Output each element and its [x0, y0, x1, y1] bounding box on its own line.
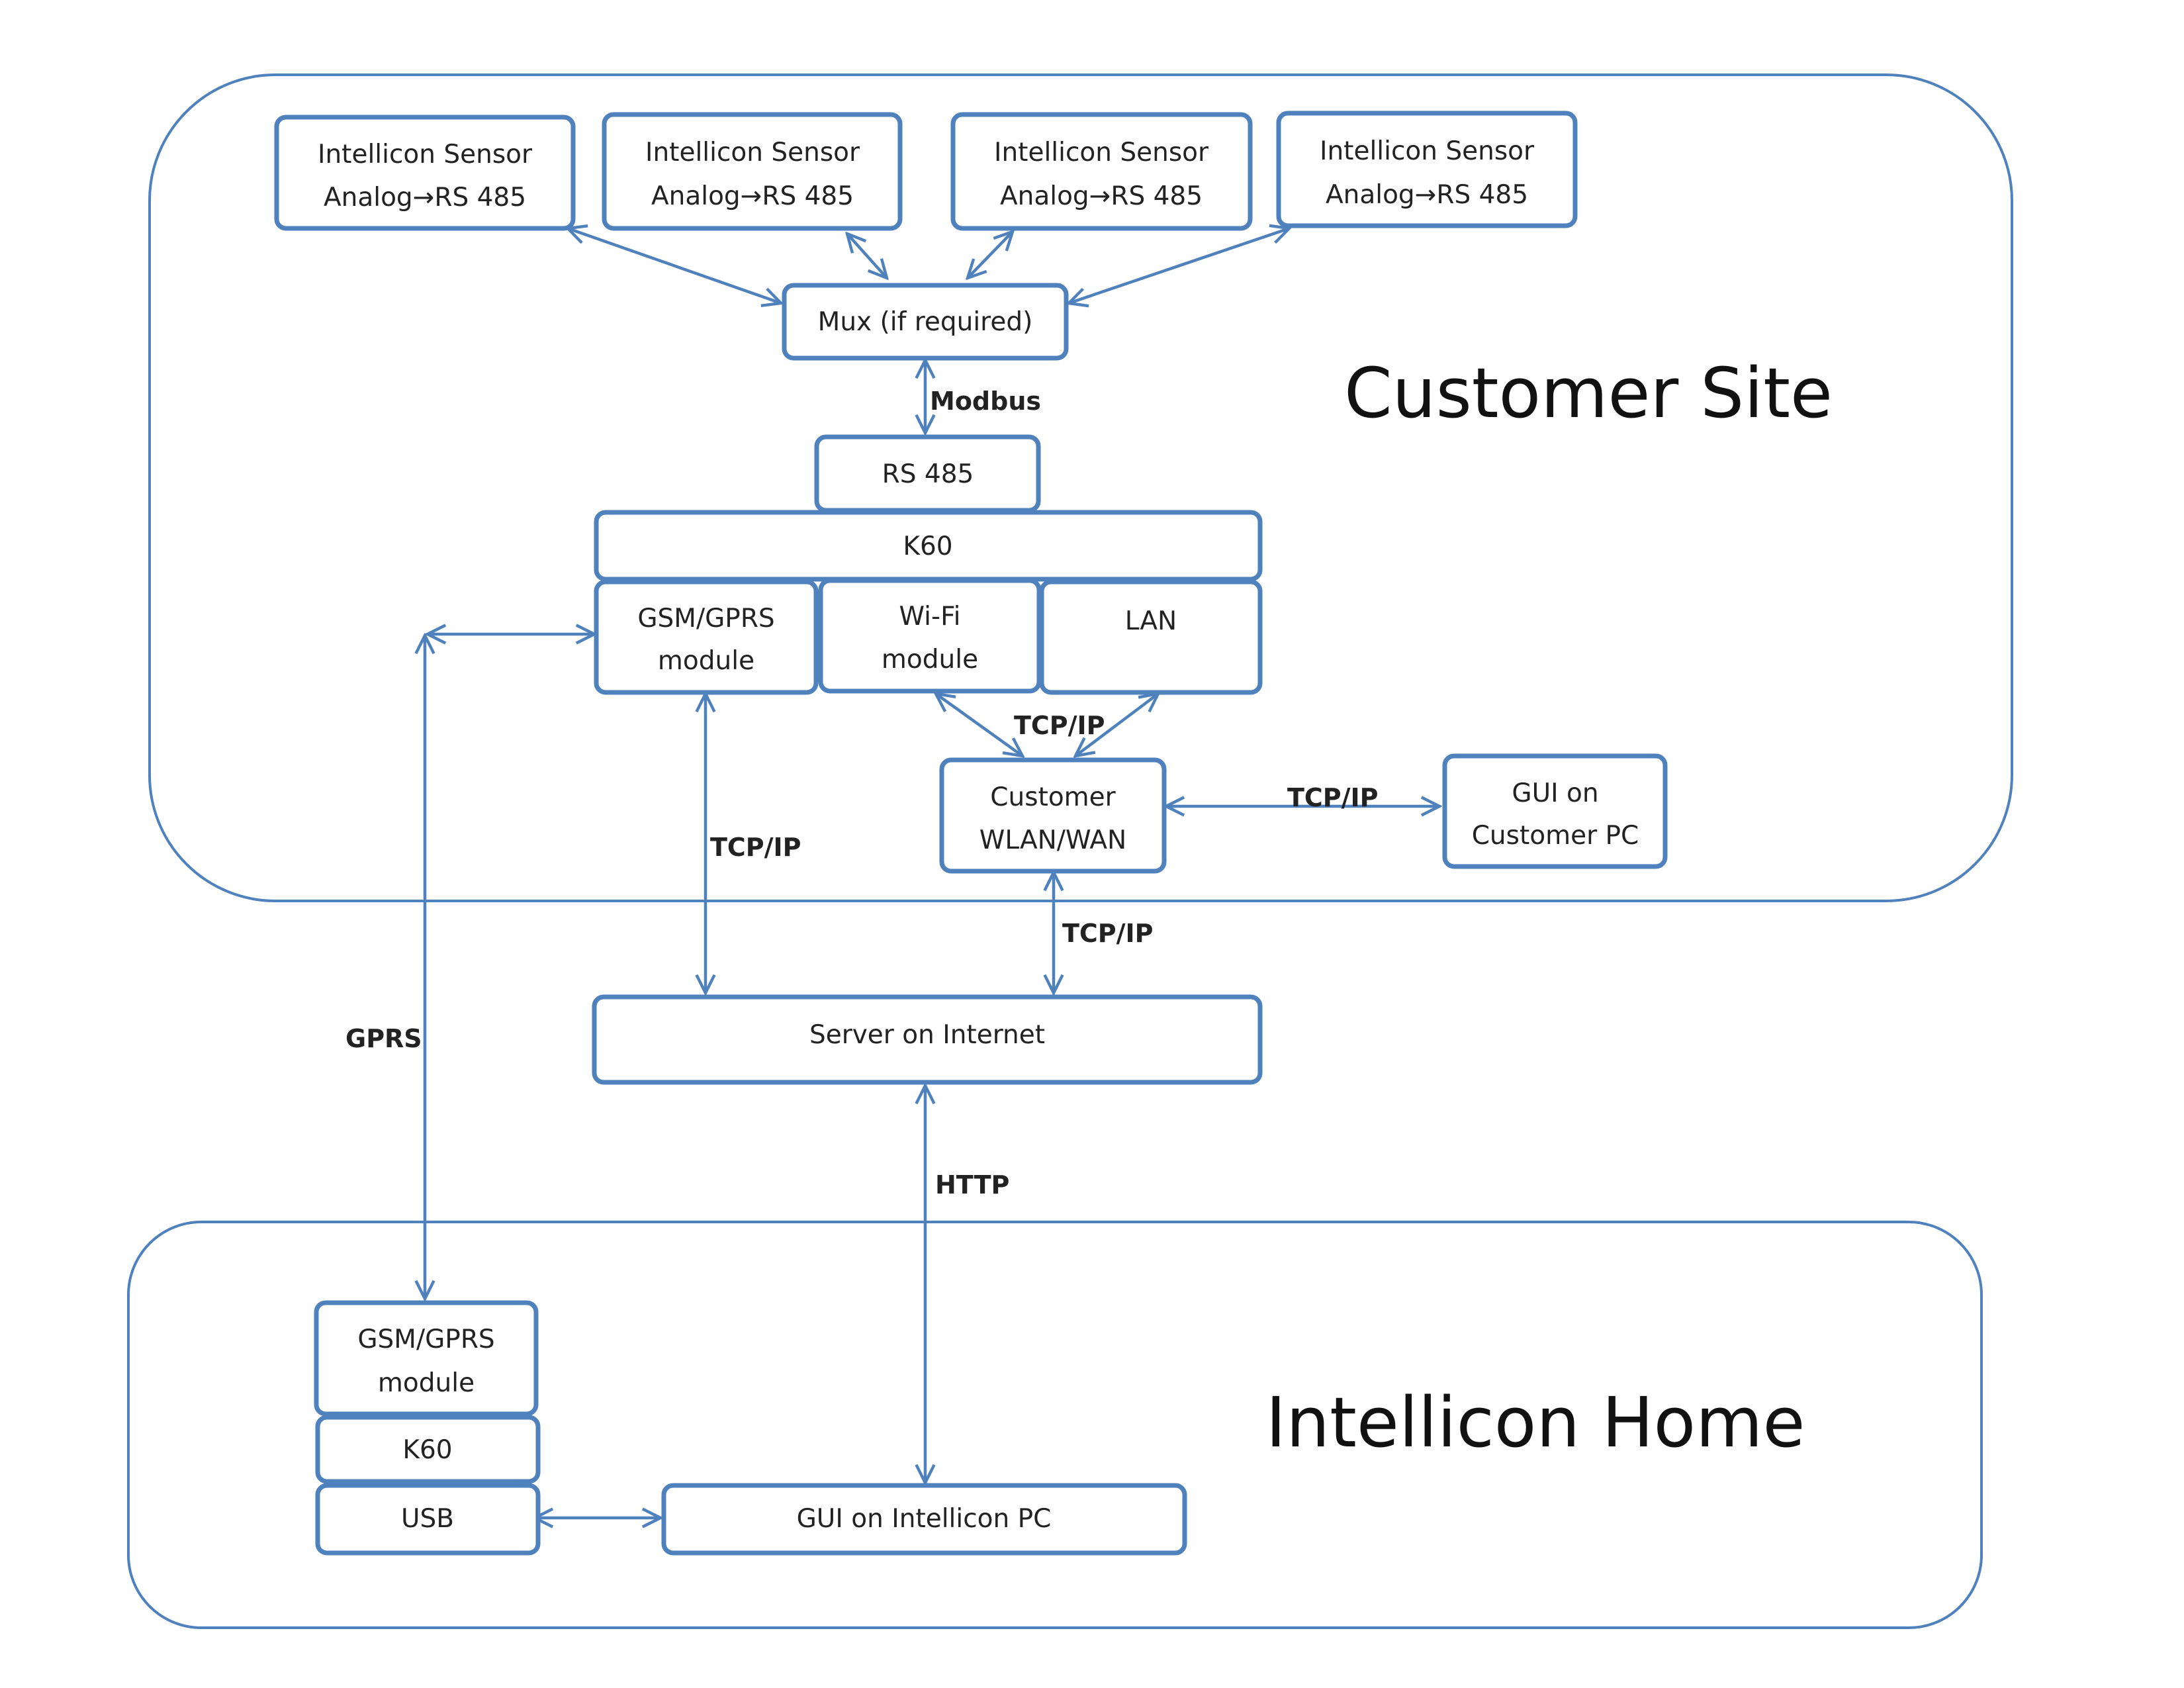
gsm-site-line-1: GSM/GPRS	[637, 604, 774, 633]
svg-text:Intellicon Sensor: Intellicon Sensor	[645, 138, 860, 167]
gui-customer-line-1: GUI on	[1512, 778, 1598, 808]
customer-site-title: Customer Site	[1344, 353, 1833, 434]
sensor-box-1: Intellicon Sensor Analog→RS 485	[274, 115, 576, 231]
svg-text:module: module	[882, 645, 978, 675]
tcpip-wlan-server-label: TCP/IP	[1062, 919, 1154, 948]
tcpip-wifi-lan-label: TCP/IP	[1014, 711, 1105, 740]
link-sensor2-mux	[847, 234, 887, 278]
gsm-site-box: GSM/GPRS module	[594, 579, 819, 695]
link-sensor4-mux	[1069, 228, 1289, 303]
sensor-box-1-line-1: Intellicon Sensor	[318, 140, 533, 169]
svg-text:GSM/GPRS: GSM/GPRS	[637, 604, 774, 633]
rs485-box: RS 485	[814, 434, 1041, 513]
gsm-home-line-2: module	[378, 1368, 475, 1398]
svg-text:Intellicon Sensor: Intellicon Sensor	[994, 138, 1209, 167]
sensor-box-4: Intellicon Sensor Analog→RS 485	[1276, 111, 1578, 228]
k60-home-box: K60	[315, 1415, 541, 1484]
server-box: Server on Internet	[592, 994, 1263, 1085]
svg-text:WLAN/WAN: WLAN/WAN	[979, 825, 1126, 855]
usb-label: USB	[401, 1504, 454, 1534]
k60-site-box: K60	[594, 510, 1263, 582]
svg-text:Wi-Fi: Wi-Fi	[899, 602, 960, 632]
link-sensor1-mux	[568, 228, 781, 303]
customer-wlan-line-1: Customer	[990, 782, 1116, 812]
svg-text:Analog→RS 485: Analog→RS 485	[1000, 181, 1203, 211]
server-label: Server on Internet	[809, 1020, 1045, 1050]
lan-label: LAN	[1125, 606, 1177, 636]
link-wifi-wlan	[936, 694, 1023, 756]
svg-text:Customer: Customer	[990, 782, 1116, 812]
svg-text:GUI on: GUI on	[1512, 778, 1598, 808]
sensor-box-2-line-2: Analog→RS 485	[651, 181, 854, 211]
svg-text:GSM/GPRS: GSM/GPRS	[357, 1325, 494, 1354]
sensor-box-3-line-1: Intellicon Sensor	[994, 138, 1209, 167]
sensor-box-2-line-1: Intellicon Sensor	[645, 138, 860, 167]
lan-box: LAN	[1039, 579, 1263, 695]
mux-box: Mux (if required)	[782, 283, 1069, 361]
k60-site-label: K60	[903, 532, 952, 561]
sensor-box-3: Intellicon Sensor Analog→RS 485	[950, 112, 1253, 231]
svg-text:Intellicon Sensor: Intellicon Sensor	[1320, 136, 1535, 166]
tcpip-gsm-server-label: TCP/IP	[710, 833, 801, 862]
wifi-line-2: module	[882, 645, 978, 675]
tcpip-wlan-gui-label: TCP/IP	[1287, 783, 1379, 812]
customer-wlan-box: Customer WLAN/WAN	[939, 757, 1167, 874]
wifi-box: Wi-Fi module	[818, 578, 1042, 694]
usb-box: USB	[315, 1483, 541, 1556]
intellicon-home-title: Intellicon Home	[1266, 1382, 1805, 1463]
k60-home-label: K60	[402, 1435, 452, 1465]
sensor-box-4-line-2: Analog→RS 485	[1326, 180, 1528, 210]
link-lan-wlan	[1075, 694, 1158, 756]
svg-text:module: module	[378, 1368, 475, 1398]
sensor-box-1-line-2: Analog→RS 485	[324, 183, 526, 212]
customer-wlan-line-2: WLAN/WAN	[979, 825, 1126, 855]
sensor-box-2: Intellicon Sensor Analog→RS 485	[602, 112, 903, 231]
link-sensor3-mux	[968, 232, 1013, 278]
gui-customer-box: GUI on Customer PC	[1442, 753, 1668, 869]
gprs-label: GPRS	[345, 1024, 422, 1053]
gui-intellicon-box: GUI on Intellicon PC	[661, 1483, 1187, 1556]
gsm-site-line-2: module	[658, 646, 754, 676]
svg-text:Customer PC: Customer PC	[1472, 821, 1639, 851]
gui-intellicon-label: GUI on Intellicon PC	[797, 1504, 1052, 1534]
gsm-home-box: GSM/GPRS module	[314, 1300, 539, 1417]
connectors	[425, 228, 1439, 1518]
rs485-label: RS 485	[882, 459, 974, 489]
svg-text:Analog→RS 485: Analog→RS 485	[651, 181, 854, 211]
gui-customer-line-2: Customer PC	[1472, 821, 1639, 851]
wifi-line-1: Wi-Fi	[899, 602, 960, 632]
modbus-label: Modbus	[930, 387, 1041, 416]
sensor-box-3-line-2: Analog→RS 485	[1000, 181, 1203, 211]
svg-text:Analog→RS 485: Analog→RS 485	[324, 183, 526, 212]
svg-text:Intellicon Sensor: Intellicon Sensor	[318, 140, 533, 169]
http-label: HTTP	[935, 1170, 1009, 1199]
gsm-home-line-1: GSM/GPRS	[357, 1325, 494, 1354]
svg-text:module: module	[658, 646, 754, 676]
sensor-box-4-line-1: Intellicon Sensor	[1320, 136, 1535, 166]
mux-label: Mux (if required)	[818, 307, 1033, 337]
svg-text:Analog→RS 485: Analog→RS 485	[1326, 180, 1528, 210]
